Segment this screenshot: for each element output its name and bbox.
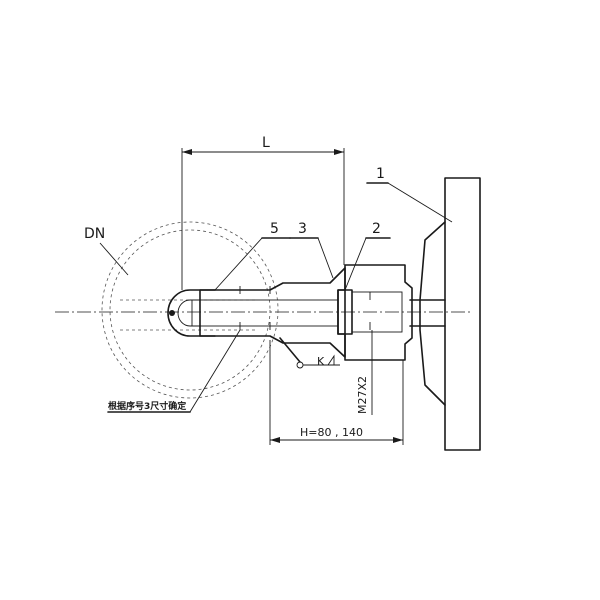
balloon-2-leader <box>344 237 367 291</box>
note-label: 根据序号3尺寸确定 <box>108 400 187 412</box>
tube-tip-inner <box>177 299 200 327</box>
tube-ticks <box>239 286 371 330</box>
balloon-2-label: 2 <box>372 221 381 237</box>
pipe-outer-circle <box>109 229 271 391</box>
flange-plate <box>444 177 481 451</box>
k-leader <box>279 337 301 363</box>
thermowell-bore <box>191 299 339 327</box>
balloon-3-leader <box>317 237 334 279</box>
thermowell-body <box>199 267 346 358</box>
balloon-3-label: 3 <box>298 221 307 237</box>
k-triangle <box>327 354 335 366</box>
flange-hub <box>419 221 446 406</box>
tube-tip <box>167 289 216 337</box>
k-label: K <box>317 355 325 368</box>
boss-body <box>344 264 413 361</box>
sensor-tip <box>169 310 175 316</box>
k-circle <box>296 361 304 369</box>
balloon-5-leader <box>214 237 263 291</box>
dn-leader <box>99 242 129 276</box>
dim-H-label: H=80 , 140 <box>300 426 363 439</box>
thread-label: M27X2 <box>356 376 369 414</box>
dim-L-label: L <box>262 135 270 151</box>
pipe-outer-circle-2 <box>101 221 279 399</box>
balloon-5-label: 5 <box>270 221 279 237</box>
note-leader <box>189 329 241 413</box>
balloon-1-label: 1 <box>376 166 385 182</box>
dn-label: DN <box>84 226 105 242</box>
balloon-1-leader <box>387 182 453 223</box>
